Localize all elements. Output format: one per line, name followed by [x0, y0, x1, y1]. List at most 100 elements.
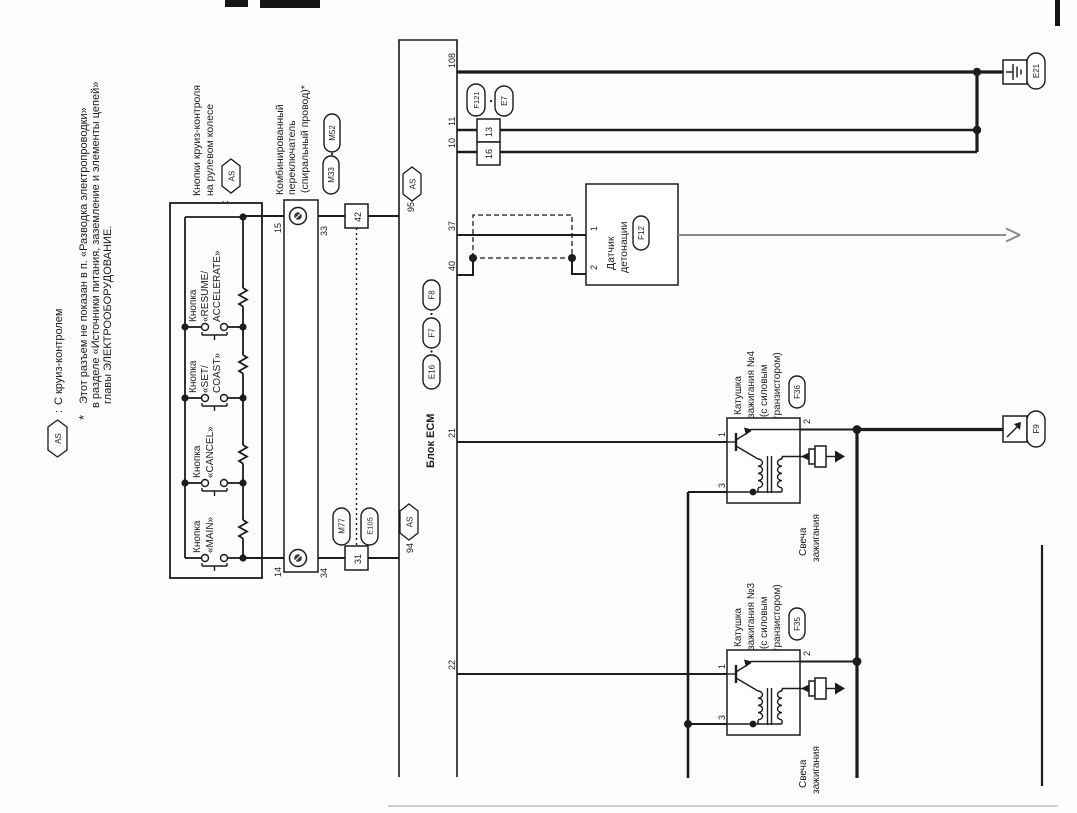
- ignition-coil-4-circuit: Катушка зажигания №4 (с силовым транзист…: [457, 351, 1046, 778]
- connector-label-m52: M52: [328, 125, 337, 141]
- knock-sensor-label-2: детонации: [618, 221, 630, 273]
- connector-oval-f121: [466, 83, 486, 117]
- connector-label-e7: E7: [500, 96, 509, 106]
- spark-plug-4-icon: [800, 445, 845, 468]
- inline-connector-13-label: 13: [484, 127, 494, 137]
- set-label-3: COAST»: [212, 353, 223, 393]
- connector-label-f35: F35: [793, 617, 802, 631]
- connector-oval-m52: [323, 113, 341, 153]
- inline-connector-42-box: [344, 203, 369, 229]
- inline-connector-42-label: 42: [353, 212, 363, 222]
- connector-label-f8: F8: [428, 290, 437, 300]
- knock-sensor-circuit: 1 2 Датчик детонации F12: [457, 183, 1021, 286]
- spark-plug-3-label-1: Свеча: [798, 759, 809, 788]
- as-hexagon-icon: [399, 503, 419, 541]
- legend-note-line3: главы ЭЛЕКТРООБОРУДОВАНИЕ.: [102, 226, 114, 404]
- power-arrow-icon: [1006, 422, 1021, 438]
- coil3-transformer-icon: [727, 687, 800, 728]
- resume-accelerate-switch: [185, 322, 243, 340]
- coil3-pin-1: 1: [717, 664, 727, 669]
- connector-label-e21: E21: [1032, 63, 1041, 78]
- connector-oval-e16: [422, 354, 441, 390]
- resume-label-1: Кнопка: [188, 289, 199, 322]
- coil4-pin-3: 3: [717, 483, 727, 488]
- resistor-icon: [237, 444, 249, 465]
- ecm-pin-37: 37: [447, 221, 457, 231]
- shield-dashed-box: [472, 214, 573, 259]
- resume-label-2: «RESUME/: [200, 271, 211, 322]
- set-coast-switch: [185, 393, 243, 411]
- steering-buttons-box: [169, 202, 263, 579]
- ecm-block: Блок ECM E16 F7 F8 AS AS 108 11 10 95 37…: [398, 39, 458, 777]
- ecm-box: [398, 39, 458, 777]
- connector-label-f9: F9: [1032, 424, 1041, 434]
- spiral-pin-14: 14: [273, 567, 283, 577]
- spiral-pin-34: 34: [319, 568, 329, 578]
- connector-oval-f9: [1026, 410, 1046, 448]
- connector-oval-m77: [332, 507, 351, 546]
- wire-shield-to-sensor: [571, 258, 586, 275]
- ecm-pin-40: 40: [447, 261, 457, 271]
- connector-oval-f36: [788, 375, 806, 409]
- ecm-pin-94: 94: [405, 543, 415, 553]
- connector-oval-m33: [322, 155, 340, 195]
- main-switch: [185, 553, 243, 571]
- inline-connector-31-label: 31: [353, 554, 363, 564]
- ecm-pin-10: 10: [447, 138, 457, 148]
- legend-star-symbol: *: [76, 415, 91, 420]
- coil4-transformer-icon: [727, 455, 800, 496]
- ecm-title: Блок ECM: [425, 414, 437, 468]
- page-artifacts: [225, 0, 1060, 807]
- continuation-arrow-icon: [1005, 227, 1021, 243]
- cancel-label-2: «CANCEL»: [205, 426, 216, 478]
- coil4-box: [726, 417, 801, 504]
- knock-sensor-pin-1: 1: [589, 226, 599, 231]
- ecm-pin-21: 21: [447, 428, 457, 438]
- connector-label-f121: F121: [472, 91, 481, 108]
- inline-connector-16-label: 16: [484, 149, 494, 159]
- ignition-coil-3-circuit: Катушка зажигания №3 (с силовым транзист…: [457, 491, 862, 794]
- legend-with-cruise-note: С круиз-контролем: [53, 309, 65, 405]
- spark-plug-3-icon: [800, 677, 845, 700]
- inline-connector-16-box: [476, 141, 501, 166]
- ecm-pin-22: 22: [447, 660, 457, 670]
- inline-connector-31-box: [344, 545, 369, 571]
- connector-label-e16: E16: [428, 364, 437, 379]
- connector-oval-f8: [422, 279, 441, 311]
- wire-ecm-40: [457, 258, 474, 276]
- connector-label-e105: E105: [366, 517, 375, 535]
- steering-buttons-block: Кнопки круиз-контроля на рулевом колесе …: [169, 85, 263, 579]
- spiral-switch-box: [283, 199, 319, 573]
- connector-oval-f12: [632, 215, 650, 251]
- spiral-switch-title-3: (спиральный провод)*: [299, 85, 311, 193]
- connector-oval-f35: [788, 607, 806, 641]
- spiral-connector-top-icon: [288, 206, 308, 226]
- ecm-pin-95: 95: [406, 202, 416, 212]
- spark-plug-3-label-2: зажигания: [811, 746, 822, 794]
- spiral-pin-15: 15: [273, 223, 283, 233]
- connector-label-f36: F36: [793, 385, 802, 399]
- resume-label-3: ACCELERATE»: [212, 250, 223, 322]
- connector-oval-f7: [422, 317, 441, 349]
- spiral-switch-block: Комбинированный переключатель (спиральны…: [243, 85, 399, 578]
- steering-buttons-as-badge: AS: [228, 171, 237, 182]
- connector-oval-e7: [494, 85, 514, 117]
- spiral-switch-title-1: Комбинированный: [274, 104, 286, 195]
- resistor-icon: [237, 287, 249, 308]
- connector-oval-e21: [1026, 52, 1046, 90]
- coil4-label-3: (с силовым: [759, 364, 770, 417]
- coil3-pin-3: 3: [717, 715, 727, 720]
- as-hexagon-icon: [47, 419, 68, 458]
- connector-oval-e105: [360, 507, 379, 546]
- legend-note-line2: в разделе «Источники питания, заземление…: [90, 82, 102, 408]
- coil4-pin-1: 1: [717, 432, 727, 437]
- spark-plug-4-label-1: Свеча: [798, 527, 809, 556]
- spiral-pin-33: 33: [319, 226, 329, 236]
- ecm-as-badge-95: AS: [409, 179, 418, 190]
- legend-note-line1: Этот разъем не показан в п. «Разводка эл…: [78, 107, 90, 404]
- ecm-pin-108: 108: [447, 53, 457, 68]
- spiral-switch-title-2: переключатель: [286, 120, 298, 195]
- connector-label-m33: M33: [327, 167, 336, 183]
- main-label-1: Кнопка: [192, 520, 203, 553]
